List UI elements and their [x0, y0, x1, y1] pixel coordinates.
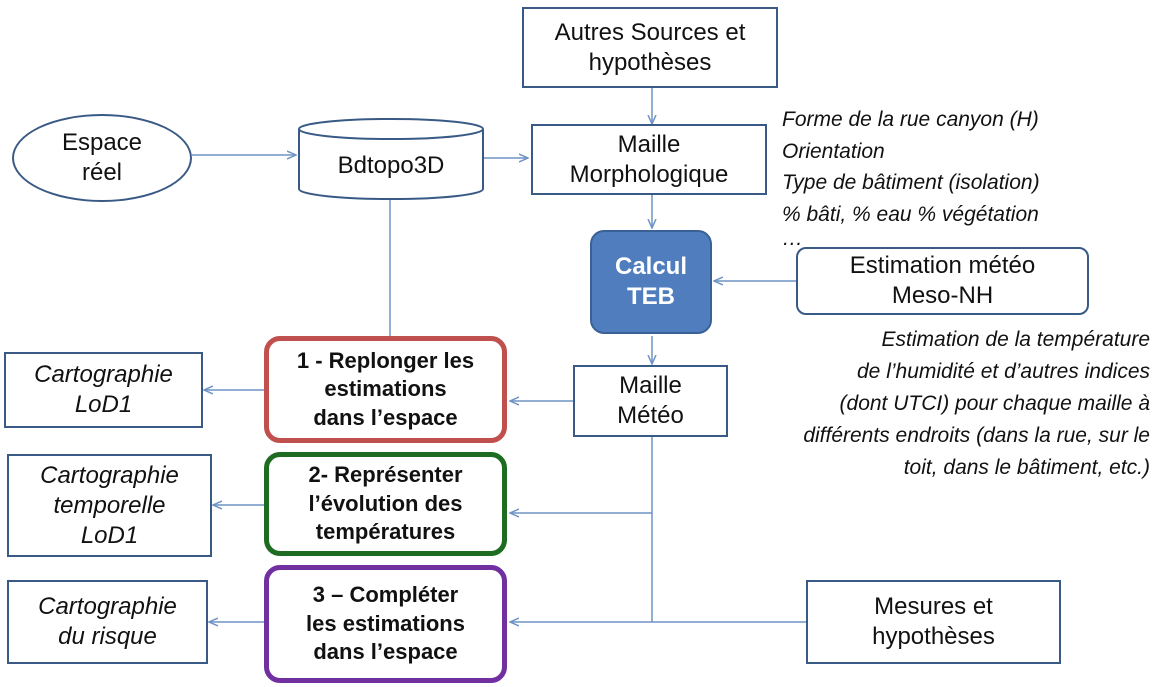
mesures-line1: Mesures et	[874, 593, 993, 620]
carto-risque-line1: Cartographie	[38, 593, 177, 620]
calcul-teb-node: Calcul TEB	[590, 230, 712, 334]
carto-temp-line1: Cartographie	[40, 461, 179, 489]
maille-meteo-line1: Maille	[619, 372, 682, 399]
espace-reel-line2: réel	[81, 159, 123, 186]
cartographie-lod1-node: Cartographie LoD1	[4, 352, 203, 428]
autres-sources-line1: Autres Sources et	[554, 18, 746, 46]
estimation-desc-5: toit, dans le bâtiment, etc.)	[903, 455, 1150, 479]
estimation-meteo-line1: Estimation météo	[849, 252, 1036, 279]
espace-reel-line1: Espace	[61, 129, 143, 156]
mesures-line2: hypothèses	[872, 623, 995, 650]
estimation-meteo-line2: Meso-NH	[891, 282, 994, 309]
calcul-teb-line1: Calcul	[614, 253, 688, 280]
step1-replonger-node: 1 - Replonger les estimations dans l’esp…	[264, 336, 507, 443]
maille-morphologique-node: Maille Morphologique	[531, 124, 767, 195]
carto-lod1-line1: Cartographie	[34, 361, 173, 388]
step2-representer-node: 2- Représenter l’évolution des températu…	[264, 452, 507, 556]
cartographie-risque-node: Cartographie du risque	[7, 580, 208, 664]
estimation-desc-1: Estimation de la température	[881, 328, 1150, 351]
step3-line2: les estimations	[306, 610, 465, 636]
morpho-param-5: …	[782, 227, 803, 250]
maille-meteo-line2: Météo	[617, 402, 684, 429]
estimation-meteo-node: Estimation météo Meso-NH	[796, 247, 1089, 315]
autres-sources-line2: hypothèses	[588, 48, 712, 76]
step1-line2: estimations	[324, 376, 447, 402]
maille-meteo-node: Maille Météo	[573, 365, 728, 437]
mesures-hypotheses-node: Mesures et hypothèses	[806, 580, 1061, 664]
autres-sources-node: Autres Sources et hypothèses	[522, 7, 778, 88]
espace-reel-node: Espace réel	[12, 114, 192, 202]
morpho-param-2: Orientation	[782, 139, 885, 163]
step3-line3: dans l’espace	[313, 639, 458, 665]
maille-morpho-line2: Morphologique	[569, 160, 729, 188]
step2-line2: l’évolution des	[308, 490, 463, 516]
estimation-desc-3: (dont UTCI) pour chaque maille à	[839, 391, 1150, 415]
maille-morpho-line1: Maille	[617, 130, 681, 158]
step1-line3: dans l’espace	[313, 404, 458, 430]
step3-line1: 3 – Compléter	[312, 582, 459, 608]
calcul-teb-line2: TEB	[627, 283, 675, 310]
carto-temp-line3: LoD1	[80, 521, 139, 549]
morpho-param-4: % bâti, % eau % végétation	[782, 202, 1039, 226]
morpho-param-3: Type de bâtiment (isolation)	[782, 171, 1040, 194]
cartographie-temporelle-node: Cartographie temporelle LoD1	[7, 454, 212, 557]
bdtopo-cylinder	[298, 118, 484, 200]
bdtopo-node: Bdtopo3D	[299, 140, 483, 192]
estimation-desc-note: Estimation de la température de l’humidi…	[742, 324, 1150, 484]
step3-completer-node: 3 – Compléter les estimations dans l’esp…	[264, 565, 507, 683]
estimation-desc-4: différents endroits (dans la rue, sur le	[803, 423, 1150, 447]
step2-line1: 2- Représenter	[308, 462, 463, 488]
estimation-desc-2: de l’humidité et d’autres indices	[857, 359, 1150, 383]
step1-line1: 1 - Replonger les	[296, 347, 475, 373]
carto-risque-line2: du risque	[58, 623, 157, 650]
step2-line3: températures	[315, 519, 456, 545]
carto-lod1-line2: LoD1	[74, 391, 133, 418]
bdtopo-label: Bdtopo3D	[337, 152, 445, 179]
morpho-params-note: Forme de la rue canyon (H) Orientation T…	[782, 104, 1167, 249]
carto-temp-line2: temporelle	[53, 491, 166, 519]
morpho-param-1: Forme de la rue canyon (H)	[782, 108, 1039, 131]
